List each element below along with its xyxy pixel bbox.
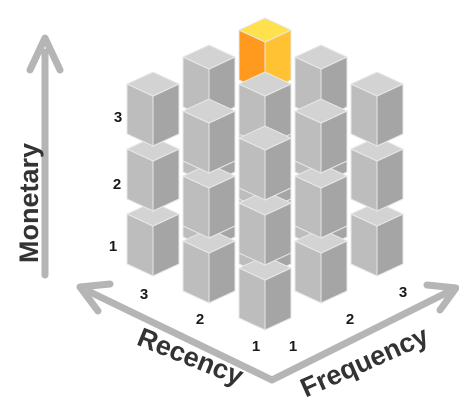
recency-tick-1: 1 [252,338,260,355]
recency-tick-2: 2 [196,311,204,328]
frequency-tick-2: 2 [346,311,354,328]
monetary-tick-2: 2 [113,176,121,193]
recency-tick-3: 3 [140,286,148,303]
cube-cell-r3-f1-m3-top-face [125,71,181,97]
cube-cell-r2-f2-m3-top-face [237,71,293,97]
frequency-tick-1: 1 [289,338,297,355]
cube-cell-r1-f1-m3-top-face [237,125,293,151]
monetary-tick-3: 3 [114,109,122,126]
cube-cell-r1-f3-m3-top-face [349,71,405,97]
frequency-axis-arrow [268,288,452,384]
cube-cell-r3-f3-m3-top-face [237,17,293,43]
monetary-axis-label: Monetary [14,143,44,263]
cube-cell-r1-f2-m3-top-face [293,98,349,124]
cube-cell-r3-f2-m3-top-face [181,44,237,70]
frequency-tick-3: 3 [399,284,407,301]
recency-arrowhead-icon [76,280,114,315]
monetary-tick-1: 1 [109,238,117,255]
recency-axis-arrow [86,288,276,384]
recency-axis-label: Recency [133,322,247,391]
monetary-arrowhead-icon [26,34,64,74]
frequency-arrowhead-icon [423,281,459,314]
cube-cell-r2-f1-m3-top-face [181,98,237,124]
rfm-cube [125,17,405,331]
axes [26,34,459,384]
cube-cell-r2-f3-m3-top-face [293,44,349,70]
